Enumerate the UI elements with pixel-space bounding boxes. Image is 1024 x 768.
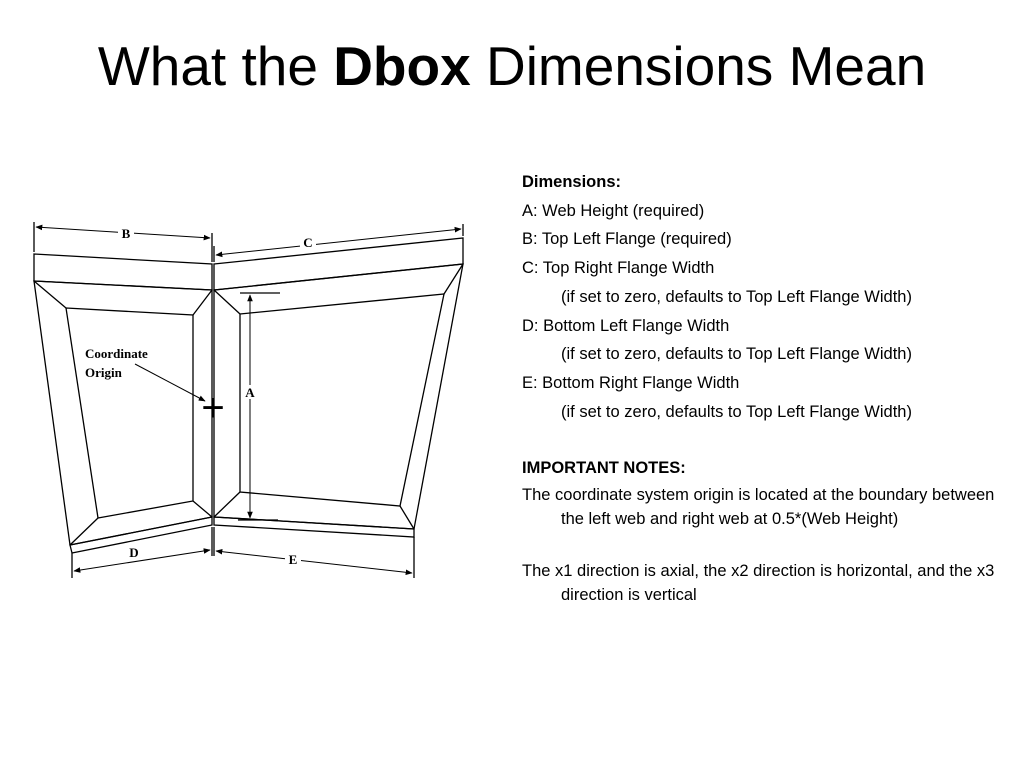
dimension-line-c xyxy=(215,226,462,258)
origin-label-line1: Coordinate xyxy=(85,346,148,361)
dimension-item-c: C: Top Right Flange Width xyxy=(522,259,715,278)
title-prefix: What the xyxy=(97,35,334,97)
dimensions-text-panel: Dimensions: A: Web Height (required) B: … xyxy=(522,168,1002,635)
bottom-left-flange xyxy=(69,516,213,554)
dimension-item-d: D: Bottom Left Flange Width xyxy=(522,316,730,335)
origin-marker: + xyxy=(201,386,224,430)
note-directions: The x1 direction is axial, the x2 direct… xyxy=(522,562,995,605)
note-origin: The coordinate system origin is located … xyxy=(522,486,995,529)
dimension-item-e: E: Bottom Right Flange Width xyxy=(522,373,740,392)
title-suffix: Dimensions Mean xyxy=(470,35,927,97)
dimension-item-a: A: Web Height (required) xyxy=(522,201,705,220)
dimension-line-e xyxy=(215,548,413,576)
top-right-flange xyxy=(213,237,464,291)
label-b: B xyxy=(122,226,131,241)
right-web-inner xyxy=(239,293,445,507)
dimension-item-c-note: (if set to zero, defaults to Top Left Fl… xyxy=(561,287,912,306)
dimensions-heading: Dimensions: xyxy=(522,173,622,191)
label-e: E xyxy=(289,552,298,567)
label-a: A xyxy=(245,385,255,400)
dimension-item-b: B: Top Left Flange (required) xyxy=(522,230,732,249)
dimension-line-d xyxy=(73,548,211,573)
origin-leader xyxy=(134,363,206,402)
dimension-item-d-note: (if set to zero, defaults to Top Left Fl… xyxy=(561,345,912,364)
left-web-inner xyxy=(65,307,194,519)
left-web-outer xyxy=(33,280,213,546)
label-d: D xyxy=(129,545,138,560)
title-bold-word: Dbox xyxy=(333,35,471,97)
slide-title: What the Dbox Dimensions Mean xyxy=(0,36,1024,97)
label-c: C xyxy=(303,235,312,250)
notes-heading: IMPORTANT NOTES: xyxy=(522,459,686,478)
top-left-flange xyxy=(33,253,213,291)
dimension-item-e-note: (if set to zero, defaults to Top Left Fl… xyxy=(561,402,912,421)
origin-label-line2: Origin xyxy=(85,365,123,380)
